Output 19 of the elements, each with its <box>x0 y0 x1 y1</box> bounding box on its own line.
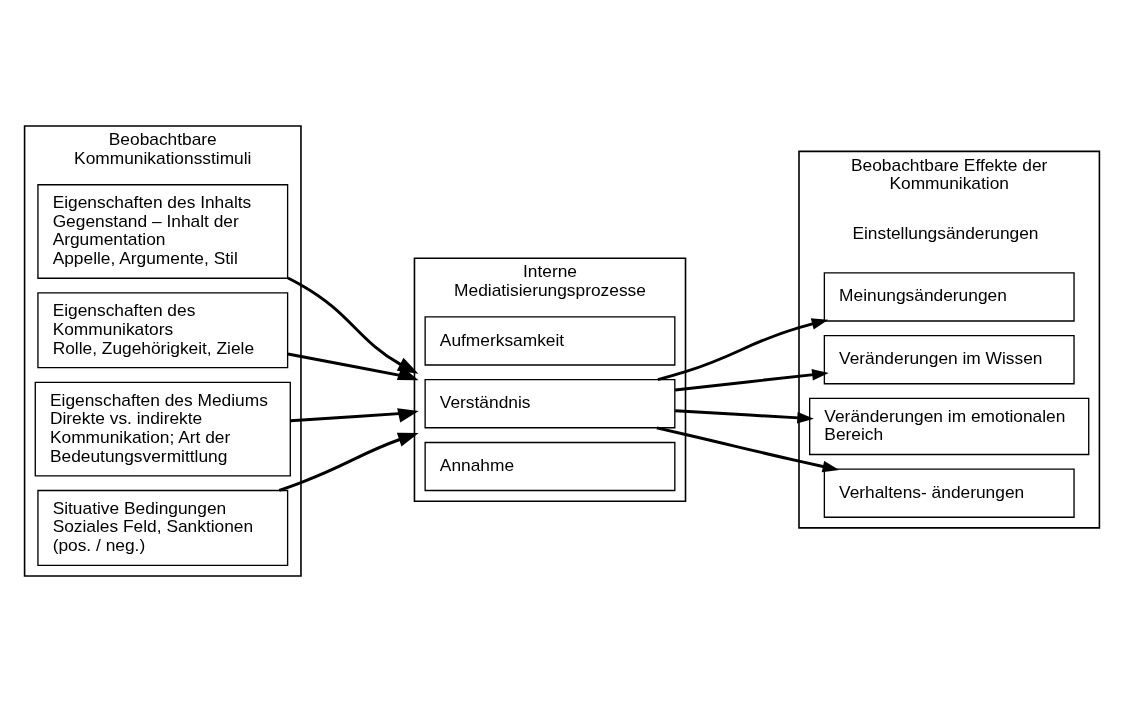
arrow <box>656 426 840 473</box>
node-box: Annahme <box>424 441 676 492</box>
arrow <box>287 276 419 374</box>
node-box: Eigenschaften des Mediums Direkte vs. indirekte Kommunikation; Art der Bedeutungsvermittlung <box>34 381 291 477</box>
node-box: Verständnis <box>424 379 676 429</box>
node-box: Veränderungen im Wissen <box>823 334 1075 385</box>
arrow <box>278 432 419 492</box>
arrow <box>675 368 829 392</box>
node-box: Eigenschaften des Inhalts Gegenstand – Inhalt der Argumentation Appelle, Argumente, Stil <box>37 184 289 279</box>
node-box: Eigenschaften des Kommunikators Rolle, Zugehörigkeit, Ziele <box>37 292 289 369</box>
arrow <box>290 408 419 423</box>
node-box: Aufmerksamkeit <box>424 316 676 366</box>
arrow <box>657 318 829 382</box>
node-box: Situative Bedingungen Soziales Feld, Sanktionen (pos. / neg.) <box>37 489 289 566</box>
arrow <box>675 409 814 424</box>
node-box: Meinungsänderungen <box>823 272 1075 322</box>
node-box: Veränderungen im emotionalen Bereich <box>809 397 1090 456</box>
arrow <box>287 352 419 381</box>
node-box: Verhaltens- änderungen <box>823 468 1075 518</box>
